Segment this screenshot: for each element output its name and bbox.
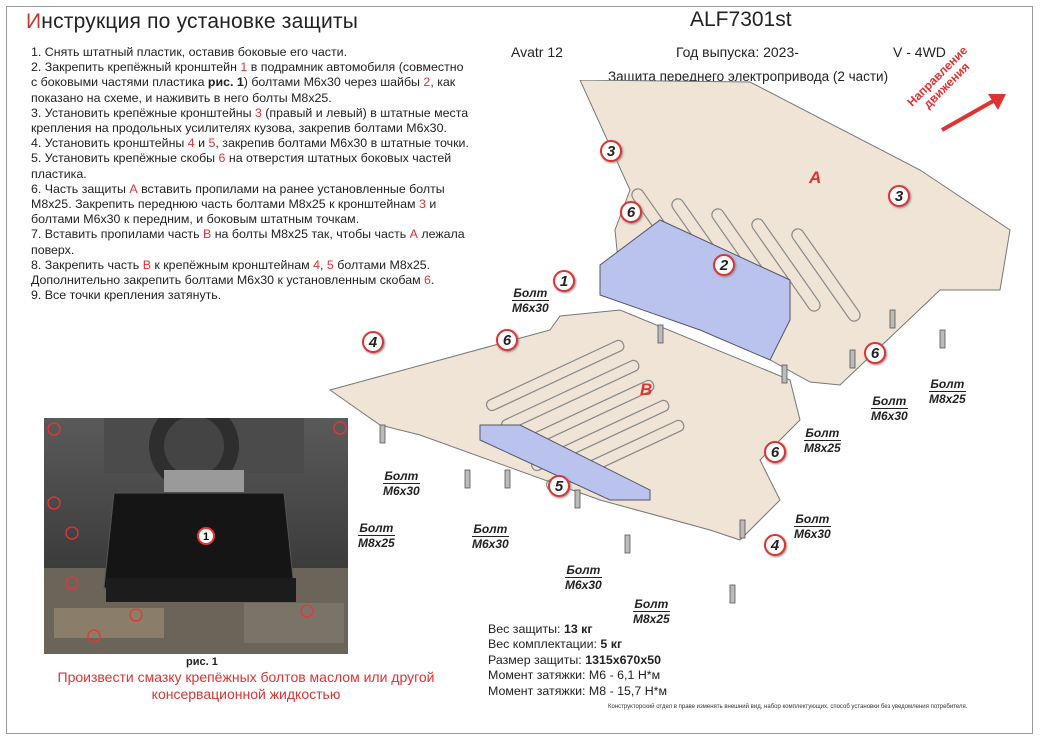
step-9: 9. Все точки крепления затянуть. [31, 288, 222, 303]
spec-torque-m6: Момент затяжки: М6 - 6,1 Н*м [488, 668, 661, 683]
marker-6-right: 6 [864, 342, 886, 364]
marker-1: 1 [553, 270, 575, 292]
marker-2: 2 [713, 254, 735, 276]
model-code: ALF7301st [690, 8, 792, 31]
model-year: Год выпуска: 2023- [676, 44, 799, 60]
step-7: 7. Вставить пропилами часть В на болты М… [31, 227, 465, 257]
specs-block: Вес защиты: 13 кг Вес комплектации: 5 кг… [488, 622, 667, 699]
marker-6-bottom: 6 [764, 441, 786, 463]
lubrication-note: Произвести смазку крепёжных болтов масло… [57, 669, 435, 702]
step-4: 4. Установить кронштейны 4 и 5, закрепив… [31, 136, 469, 151]
spec-weight: Вес защиты: 13 кг [488, 622, 593, 636]
drive-type: V - 4WD [893, 44, 946, 60]
part-b-letter: B [640, 380, 653, 399]
photo-caption: рис. 1 [186, 656, 218, 668]
marker-3-left: 3 [600, 140, 622, 162]
page-frame [6, 6, 1033, 734]
spec-size: Размер защиты: 1315х670х50 [488, 652, 661, 667]
part-b-plate [328, 309, 801, 541]
bracket-5 [479, 424, 651, 501]
marker-4-left: 4 [362, 331, 384, 353]
marker-4-right: 4 [764, 534, 786, 556]
step-1: 1. Снять штатный пластик, оставив боковы… [31, 45, 348, 59]
marker-5: 5 [548, 475, 570, 497]
marker-6-top: 6 [620, 201, 642, 223]
step-3: 3. Установить крепёжные кронштейны 3 (пр… [31, 105, 469, 136]
footnote: Конструкторский отдел в праве изменять в… [608, 704, 968, 710]
direction-arrow-icon [941, 94, 1006, 132]
step-2: 2. Закрепить крепёжный кронштейн 1 в под… [31, 60, 464, 105]
step-6: 6. Часть защиты А вставить пропилами на … [31, 181, 445, 227]
part-a-letter: A [809, 168, 822, 187]
drawing-subtitle: Защита переднего электропривода (2 части… [608, 69, 889, 84]
marker-6-left: 6 [496, 329, 518, 351]
spec-torque-m8: Момент затяжки: М8 - 15,7 Н*м [488, 683, 667, 698]
spec-kit-weight: Вес комплектации: 5 кг [488, 637, 623, 652]
photo-marker: 1 [203, 531, 209, 543]
installation-photo: 1 [44, 418, 348, 654]
step-8: 8. Закрепить часть В к крепёжным кронште… [31, 257, 435, 288]
page-title: Инструкция по установке защиты [26, 10, 359, 33]
bolts [379, 309, 946, 604]
photo-illustration: 1 [44, 418, 348, 654]
bracket-1 [599, 219, 791, 361]
marker-3-right: 3 [888, 185, 910, 207]
exploded-drawing [328, 80, 1011, 604]
step-5: 5. Установить крепёжные скобы 6 на отвер… [31, 151, 452, 181]
instruction-steps: 1. Снять штатный пластик, оставив боковы… [31, 45, 471, 303]
vehicle-name: Avatr 12 [511, 44, 563, 60]
